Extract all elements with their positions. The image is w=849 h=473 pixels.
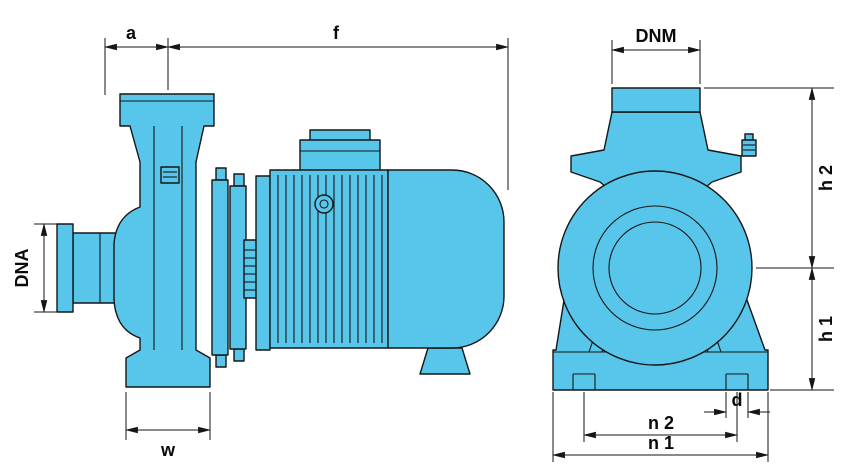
dimension-w: w [124, 392, 212, 460]
vent-plug-front [741, 133, 757, 157]
front-view [552, 87, 769, 391]
terminal-box [299, 139, 381, 173]
vent-plug-side [160, 166, 180, 184]
motor-rear-body [387, 169, 505, 349]
dimension-f: f [166, 23, 510, 190]
suction-eye-outer-circle [592, 205, 718, 331]
dim-label-n1: n 1 [648, 433, 674, 453]
cable-gland [314, 194, 334, 214]
dimension-h2: h 2 [704, 86, 836, 270]
side-view [56, 93, 505, 388]
discharge-flange-front [611, 87, 701, 113]
dimension-dnm: DNM [610, 26, 702, 84]
dim-label-a: a [126, 23, 137, 43]
dim-label-h1: h 1 [816, 316, 836, 342]
volute-front-circle [557, 170, 753, 366]
dim-label-f: f [333, 23, 340, 43]
dim-label-dna: DNA [12, 249, 32, 288]
dimension-a: a [103, 23, 170, 95]
adapter-bracket [211, 167, 259, 368]
motor-foot [419, 347, 471, 375]
dim-label-n2: n 2 [648, 413, 674, 433]
foot-slots [572, 373, 749, 390]
dim-label-h2: h 2 [816, 165, 836, 191]
motor-front-flange [255, 175, 271, 351]
dimension-dna: DNA [12, 222, 60, 314]
dimension-n1: n 1 [551, 392, 770, 462]
dim-label-w: w [160, 440, 176, 460]
suction-eye-inner-circle [608, 221, 702, 315]
dimension-n2: n 2 [582, 392, 739, 442]
dimension-h1: h 1 [770, 266, 836, 392]
suction-pipe [72, 232, 118, 304]
dim-label-dnm: DNM [636, 26, 677, 46]
pump-casing [113, 93, 215, 388]
suction-flange [56, 223, 74, 313]
